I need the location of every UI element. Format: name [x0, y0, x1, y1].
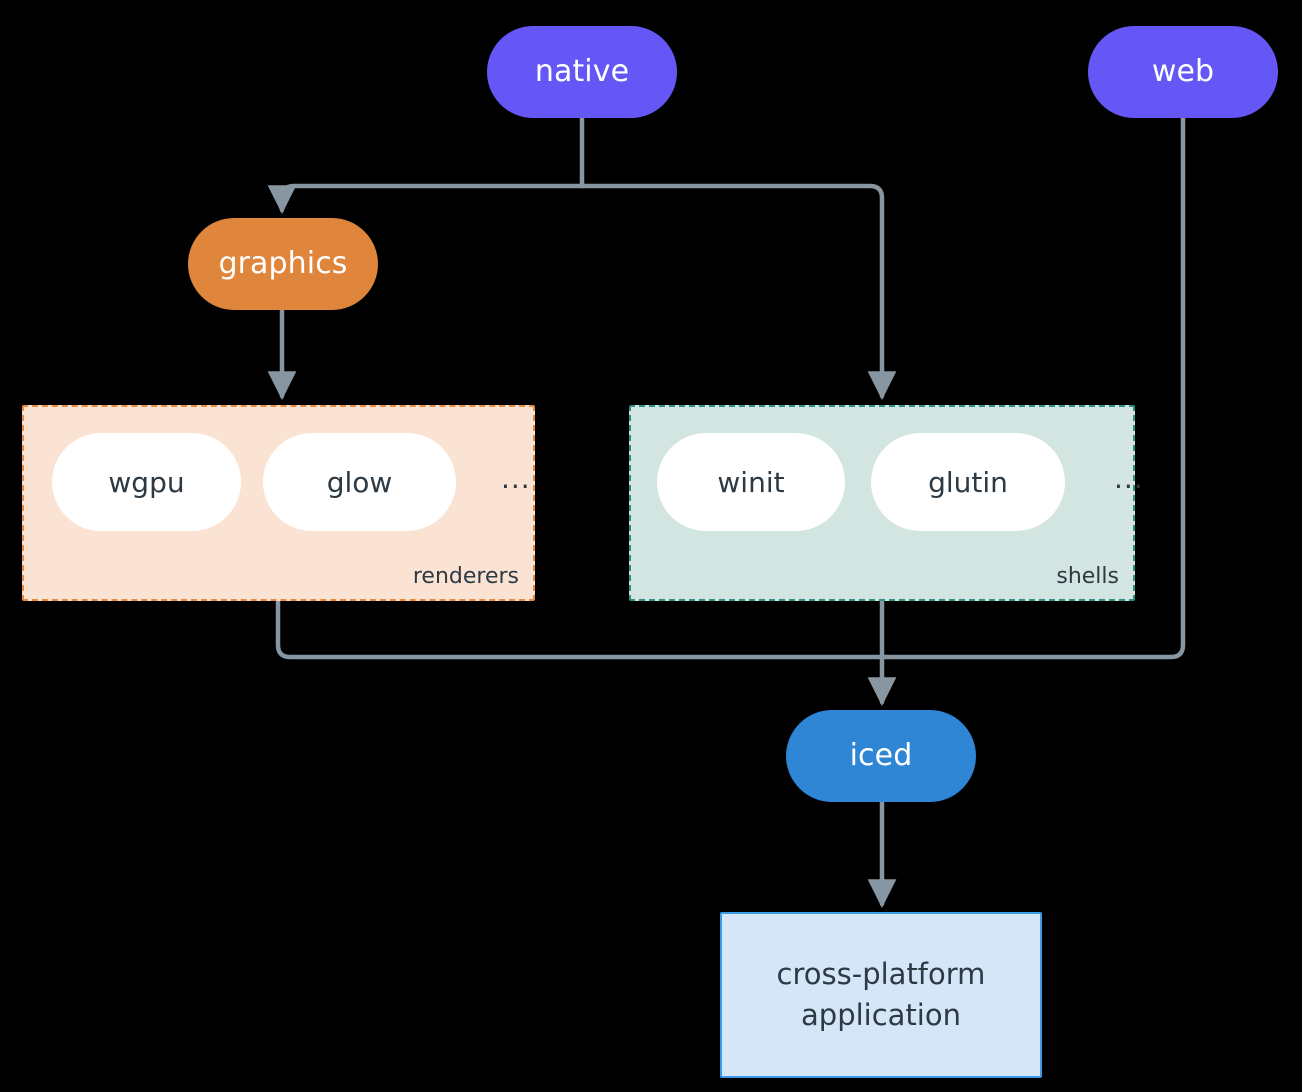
cluster-shells: winit glutin ... shells	[629, 405, 1143, 601]
cluster-shells-label: shells	[1056, 564, 1119, 589]
node-winit-label: winit	[717, 465, 785, 499]
application-label-line1: cross-platform	[776, 956, 986, 991]
edge-renderers-to-iced	[275, 598, 885, 660]
node-graphics-label: graphics	[218, 246, 348, 282]
node-web[interactable]: web	[1088, 26, 1278, 118]
edge-web-to-iced	[879, 115, 1186, 660]
node-cross-platform-application[interactable]: cross-platform application	[720, 912, 1042, 1078]
edge-native-to-shells	[579, 183, 897, 401]
node-iced[interactable]: iced	[786, 710, 976, 802]
edge-native-to-graphics	[267, 183, 585, 215]
node-glutin[interactable]: glutin	[871, 433, 1065, 531]
node-native-label: native	[534, 54, 630, 90]
node-glow-label: glow	[326, 465, 393, 499]
node-iced-label: iced	[849, 738, 913, 774]
node-winit[interactable]: winit	[657, 433, 845, 531]
node-wgpu-label: wgpu	[108, 465, 185, 499]
application-label-line2: application	[801, 998, 961, 1032]
node-glutin-label: glutin	[928, 465, 1008, 499]
cluster-renderers: wgpu glow ... renderers	[22, 405, 535, 601]
cluster-renderers-label: renderers	[412, 564, 519, 589]
node-web-label: web	[1151, 54, 1215, 90]
node-glow[interactable]: glow	[263, 433, 456, 531]
node-graphics[interactable]: graphics	[188, 218, 378, 310]
renderers-ellipsis: ...	[501, 462, 531, 495]
shells-ellipsis: ...	[1114, 462, 1144, 495]
node-wgpu[interactable]: wgpu	[52, 433, 241, 531]
node-native[interactable]: native	[487, 26, 677, 118]
